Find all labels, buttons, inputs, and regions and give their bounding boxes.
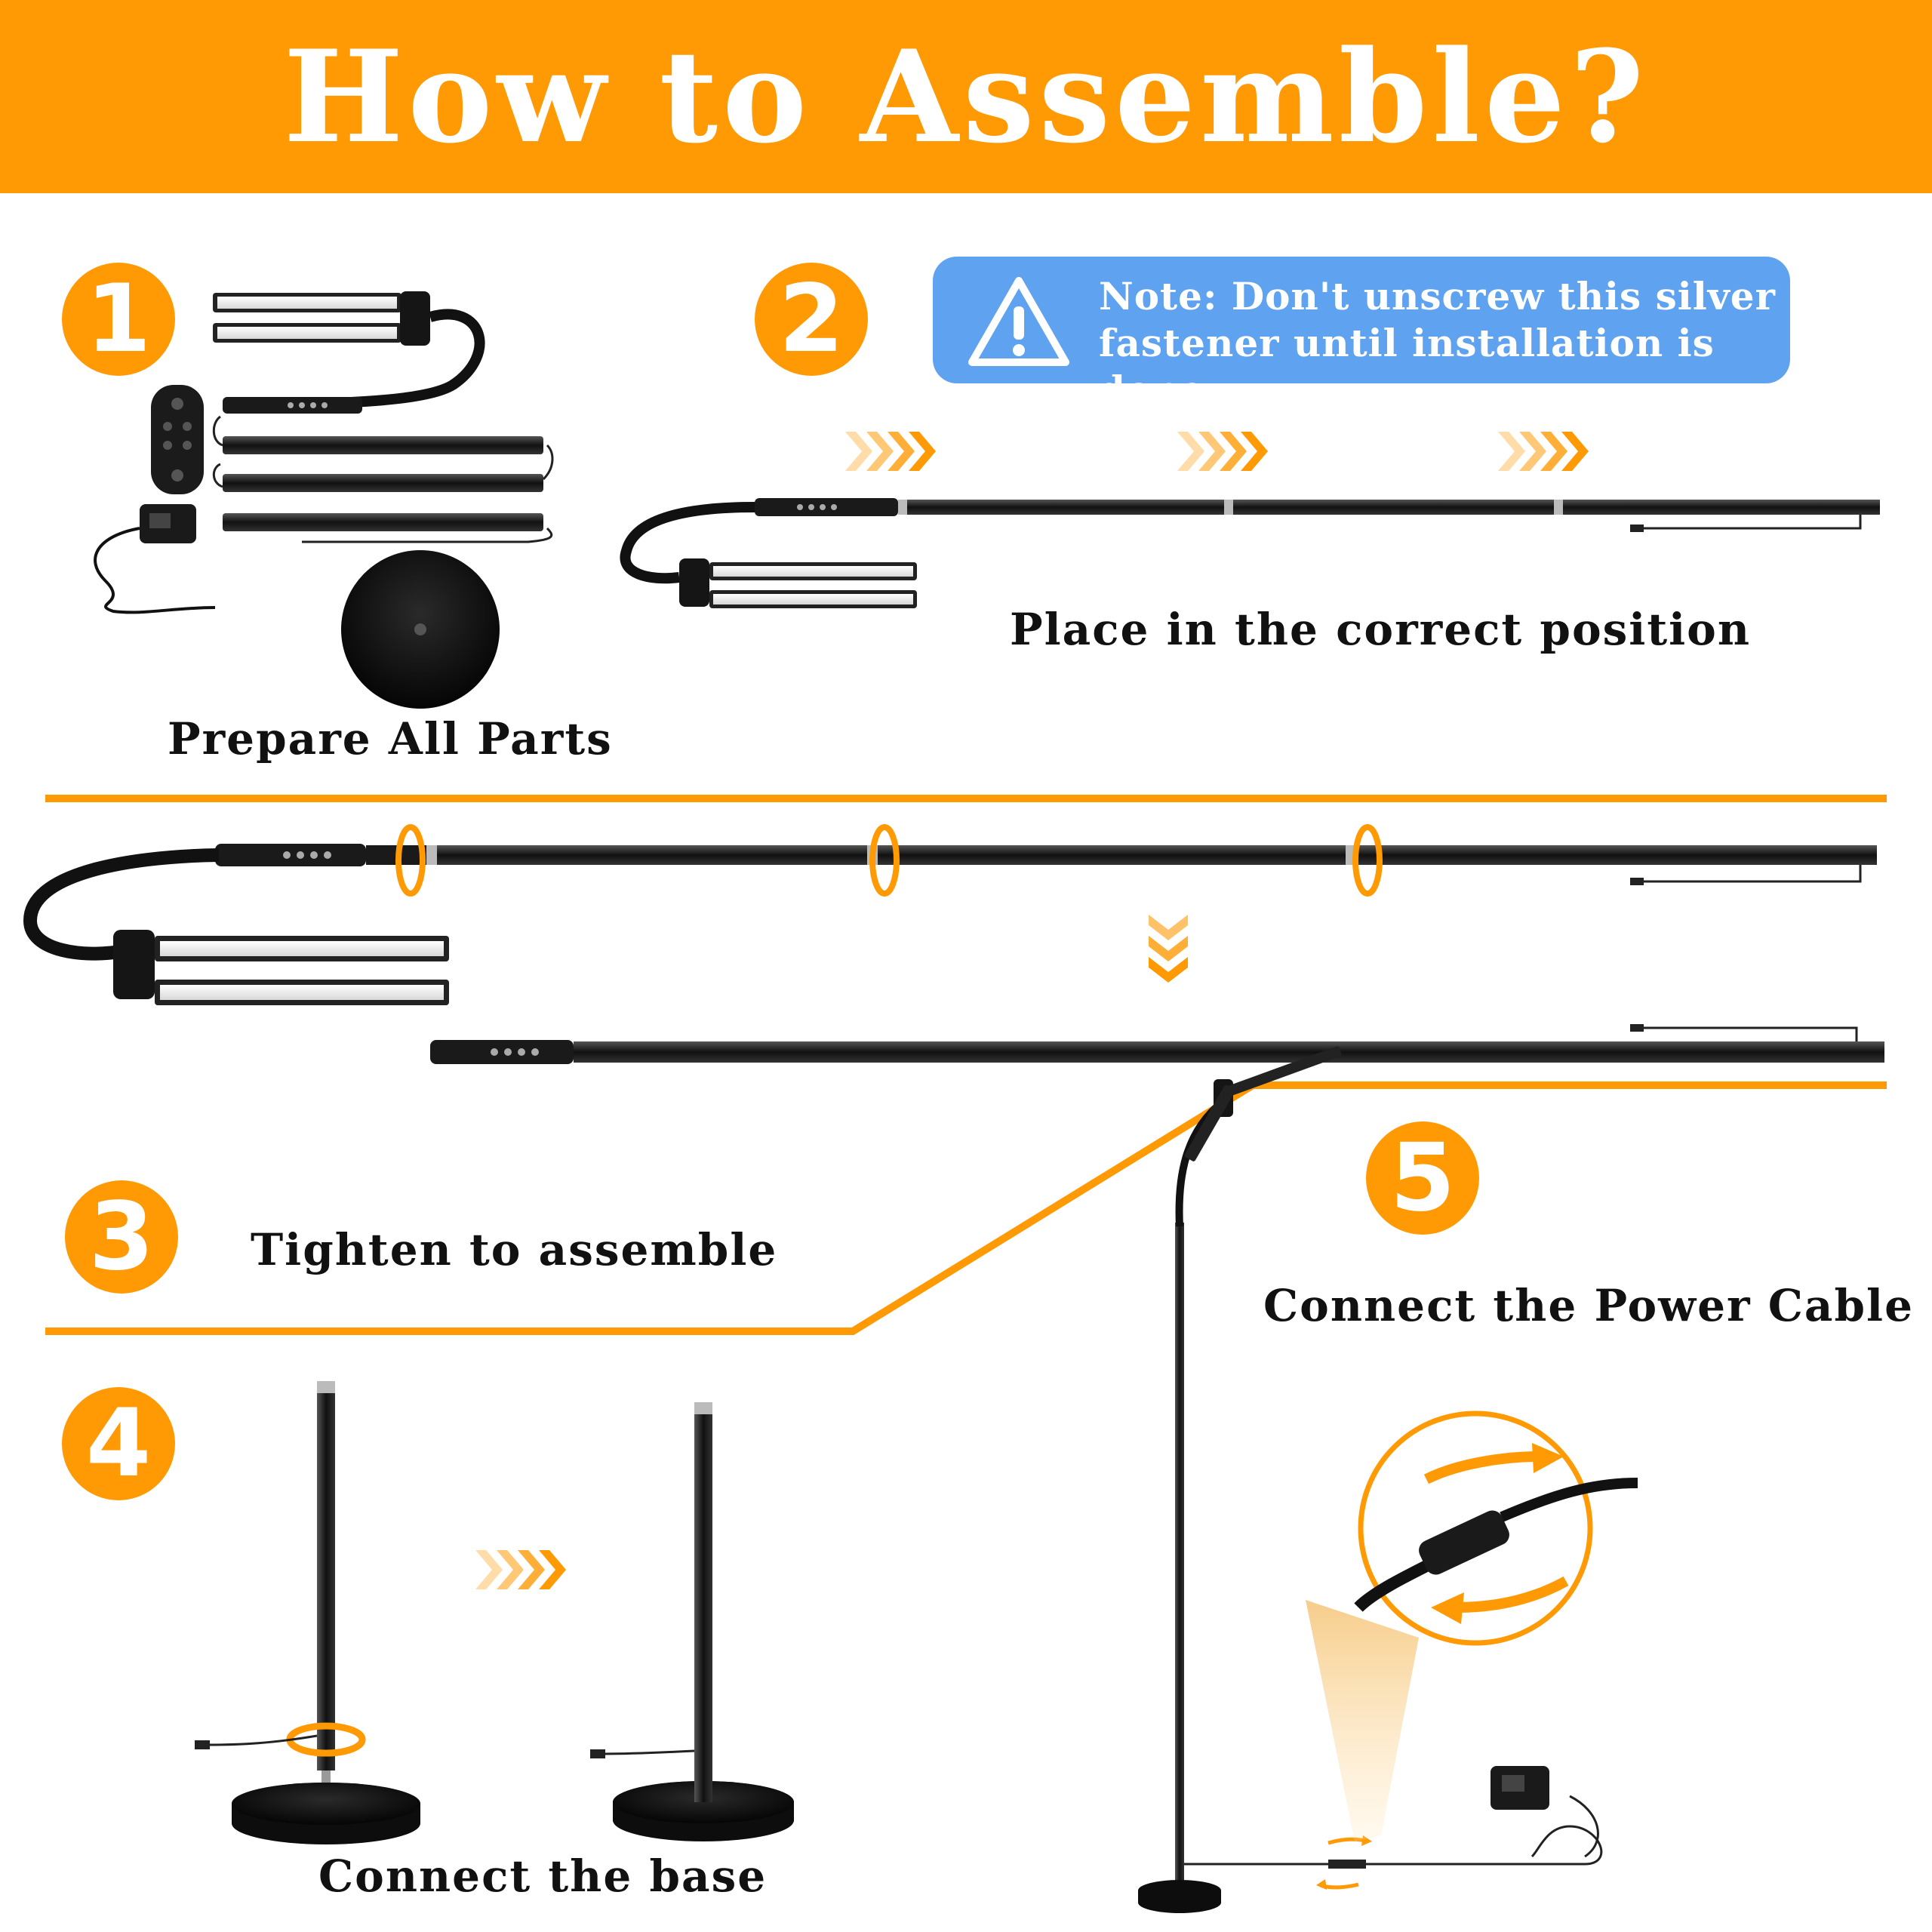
caption-step-1: Prepare All Parts	[168, 713, 613, 764]
power-cable-illustration	[1138, 1046, 1638, 1913]
lamp-tighten-illustration	[23, 824, 1884, 1064]
base-assembly-illustration	[195, 1381, 794, 1844]
warning-note: Note: Don't unscrew this silver fastener…	[933, 257, 1790, 412]
caption-step-5: Connect the Power Cable	[1263, 1280, 1914, 1331]
caption-step-3: Tighten to assemble	[251, 1224, 778, 1275]
section-dividers	[45, 795, 1887, 1335]
step-badge-5: 5	[1366, 1121, 1479, 1235]
lamp-parts-row	[620, 498, 1880, 608]
header-banner: How to Assemble?	[0, 0, 1932, 193]
caption-step-4: Connect the base	[318, 1850, 768, 1902]
step-badge-4: 4	[62, 1387, 175, 1500]
parts-illustration	[94, 291, 554, 709]
step-badge-2: 2	[755, 263, 868, 376]
warning-icon	[968, 277, 1069, 366]
note-text: Note: Don't unscrew this silver fastener…	[1099, 274, 1776, 412]
arrow-chevrons-step2	[845, 432, 1589, 471]
caption-step-2: Place in the correct position	[1010, 604, 1752, 655]
step-badge-1: 1	[62, 263, 175, 376]
step-badge-3: 3	[65, 1180, 178, 1294]
page-title: How to Assemble?	[283, 22, 1649, 171]
